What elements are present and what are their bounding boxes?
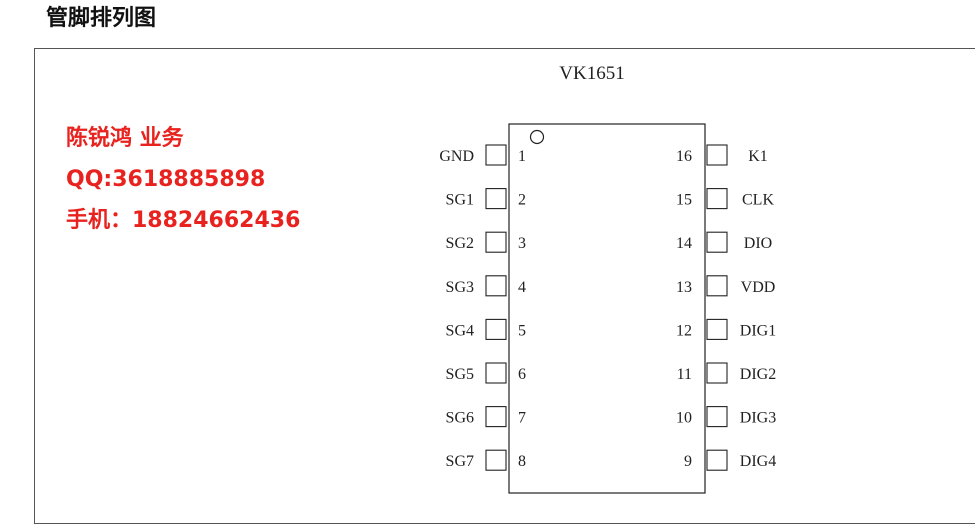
- pin-number: 3: [518, 235, 526, 252]
- pin-pad: [485, 362, 507, 384]
- pin-label: DIO: [744, 235, 772, 252]
- pin-pad: [706, 275, 728, 297]
- pin-label: CLK: [742, 192, 774, 209]
- pin-pad: [706, 318, 728, 340]
- pin-number: 2: [518, 192, 526, 209]
- pin-number: 5: [518, 322, 526, 339]
- pin-number: 1: [518, 148, 526, 165]
- pin-pad: [706, 449, 728, 471]
- right-pin-group: 16 K1 15 CLK 14 DIO 13 VDD 12 DIG1 11 DIG2 10 DIG3 9 DI…: [676, 144, 776, 471]
- pin-number: 6: [518, 366, 526, 383]
- pin-16: 16 K1: [676, 144, 768, 166]
- pin-pad: [485, 231, 507, 253]
- pin-label: K1: [748, 148, 768, 165]
- pin-label: DIG3: [740, 410, 776, 427]
- pin-pad: [485, 449, 507, 471]
- pin-4: SG3 4: [446, 275, 526, 297]
- pin-label: SG6: [446, 410, 474, 427]
- pin-10: 10 DIG3: [676, 406, 776, 428]
- pin-number: 7: [518, 410, 526, 427]
- pin-number: 15: [676, 192, 692, 209]
- pin-label: DIG4: [740, 453, 776, 470]
- pin-label: SG1: [446, 192, 474, 209]
- contact-phone: 手机：18824662436: [66, 208, 301, 233]
- pin-number: 14: [676, 235, 692, 252]
- pin-pad: [485, 406, 507, 428]
- pin-number: 8: [518, 453, 526, 470]
- pin1-indicator-icon: [529, 129, 545, 145]
- pin-9: 9 DIG4: [684, 449, 776, 471]
- pin-number: 13: [676, 279, 692, 296]
- pin-13: 13 VDD: [676, 275, 776, 297]
- chip-body: [508, 123, 706, 494]
- pin-12: 12 DIG1: [676, 318, 776, 340]
- pin-number: 9: [684, 453, 692, 470]
- pin-7: SG6 7: [446, 406, 526, 428]
- pin-pad: [706, 231, 728, 253]
- pin-pad: [485, 275, 507, 297]
- chip-name: VK1651: [559, 63, 624, 84]
- pin-number: 12: [676, 322, 692, 339]
- pin-pad: [485, 188, 507, 210]
- pin-pad: [706, 144, 728, 166]
- pin-label: VDD: [741, 279, 776, 296]
- pin-8: SG7 8: [446, 449, 526, 471]
- contact-name: 陈锐鸿 业务: [66, 126, 184, 151]
- pin-label: GND: [439, 148, 474, 165]
- pin-5: SG4 5: [446, 318, 526, 340]
- pin-14: 14 DIO: [676, 231, 772, 253]
- pin-number: 4: [518, 279, 526, 296]
- pin-6: SG5 6: [446, 362, 526, 384]
- pin-pad: [485, 318, 507, 340]
- pin-label: SG4: [446, 322, 474, 339]
- pin-1: GND 1: [439, 144, 526, 166]
- pin-pad: [706, 362, 728, 384]
- pin-2: SG1 2: [446, 188, 526, 210]
- pin-label: SG2: [446, 235, 474, 252]
- pin-label: SG5: [446, 366, 474, 383]
- pin-number: 11: [677, 366, 692, 383]
- diagram-frame: [34, 48, 975, 524]
- pin-number: 10: [676, 410, 692, 427]
- pin-11: 11 DIG2: [677, 362, 776, 384]
- pin-number: 16: [676, 148, 692, 165]
- contact-qq: QQ:3618885898: [66, 167, 266, 192]
- pin-label: DIG2: [740, 366, 776, 383]
- pin-3: SG2 3: [446, 231, 526, 253]
- pin-label: DIG1: [740, 322, 776, 339]
- pin-pad: [485, 144, 507, 166]
- pin-15: 15 CLK: [676, 188, 774, 210]
- pin-label: SG7: [446, 453, 474, 470]
- page-heading: 管脚排列图: [46, 6, 157, 31]
- pin-pad: [706, 188, 728, 210]
- pin-pad: [706, 406, 728, 428]
- pin-label: SG3: [446, 279, 474, 296]
